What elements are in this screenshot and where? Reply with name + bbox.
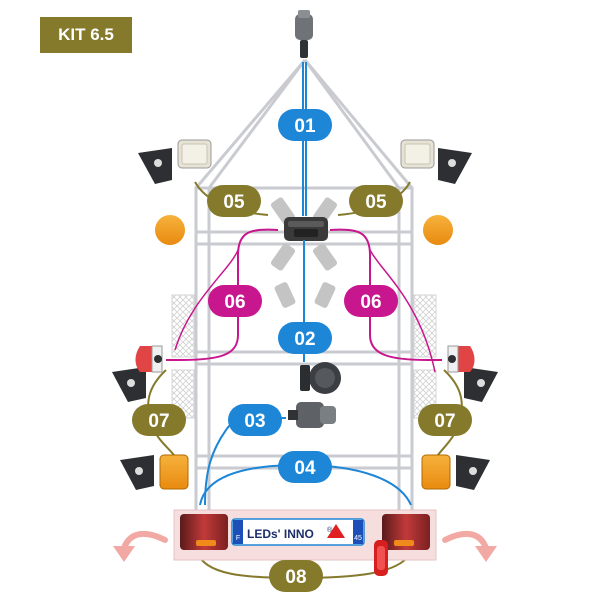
side-lamp-orange-icon bbox=[159, 454, 451, 490]
cable-label-06: 06 bbox=[344, 285, 398, 317]
cable-labels: 01 02 03 04 05 05 06 06 07 07 08 bbox=[132, 109, 472, 592]
cable-label-05: 05 bbox=[349, 185, 403, 217]
cable-label-06: 06 bbox=[208, 285, 262, 317]
cable-label-text: 02 bbox=[294, 329, 315, 350]
cable-label-08: 08 bbox=[269, 560, 323, 592]
front-marker-light-icon bbox=[177, 139, 435, 169]
plate-brand: LEDs' INNO bbox=[247, 527, 314, 541]
bracket-icon bbox=[112, 148, 498, 490]
adapter-13pin-icon bbox=[288, 402, 336, 428]
kit-label: KIT 6.5 bbox=[40, 17, 132, 53]
rear-lamp-icon bbox=[180, 514, 430, 550]
cable-label-03: 03 bbox=[228, 404, 282, 436]
cable-label-text: 06 bbox=[224, 292, 245, 313]
cable-label-07: 07 bbox=[132, 404, 186, 436]
cable-label-text: 07 bbox=[148, 411, 169, 432]
cable-label-02: 02 bbox=[278, 322, 332, 354]
cables-06 bbox=[166, 228, 442, 373]
curved-arrow-icon bbox=[121, 530, 489, 551]
rear-light-bar: F LEDs' INNO ® 45 bbox=[173, 509, 437, 561]
plate-country: F bbox=[236, 535, 240, 542]
cable-label-text: 03 bbox=[244, 411, 265, 432]
plate-light-icon bbox=[374, 540, 388, 576]
curved-arrow-heads bbox=[113, 546, 497, 562]
socket-13pin-icon bbox=[300, 362, 341, 394]
side-marker-orange-icon bbox=[155, 215, 453, 245]
plate-reg-mark: ® bbox=[327, 526, 333, 534]
cable-label-text: 01 bbox=[294, 116, 316, 137]
cable-label-text: 05 bbox=[223, 192, 245, 213]
cable-label-text: 05 bbox=[365, 192, 387, 213]
junction-box-icon bbox=[270, 197, 338, 308]
cable-label-04: 04 bbox=[278, 451, 332, 483]
plug-7pin-icon bbox=[295, 10, 313, 58]
plate-number: 45 bbox=[354, 535, 362, 542]
cable-label-01: 01 bbox=[278, 109, 332, 141]
cable-label-07: 07 bbox=[418, 404, 472, 436]
cable-label-05: 05 bbox=[207, 185, 261, 217]
cable-label-text: 04 bbox=[294, 458, 316, 479]
side-lights-icon bbox=[135, 345, 475, 373]
cable-label-text: 08 bbox=[285, 567, 306, 588]
cable-label-text: 07 bbox=[434, 411, 455, 432]
cable-label-text: 06 bbox=[360, 292, 381, 313]
